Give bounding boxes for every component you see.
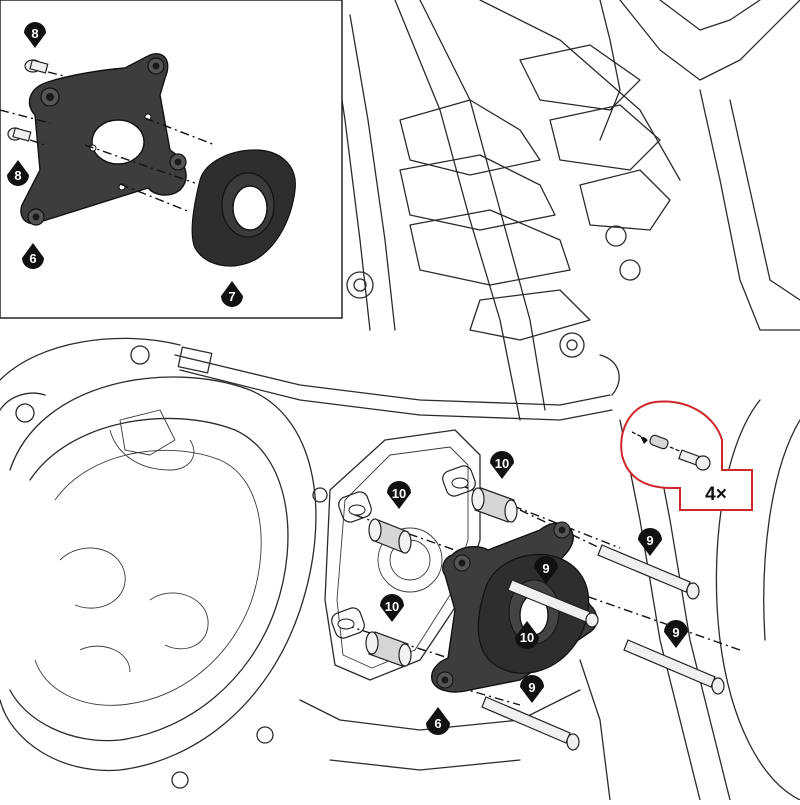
bolt-icon (481, 544, 725, 751)
callout-pin-10-c: 10 (380, 594, 404, 622)
svg-text:10: 10 (385, 599, 399, 614)
svg-text:10: 10 (392, 486, 406, 501)
svg-text:9: 9 (646, 533, 653, 548)
callout-pin-7-inset: 7 (221, 281, 243, 307)
svg-text:10: 10 (495, 456, 509, 471)
callout-pin-10-b: 10 (387, 481, 411, 509)
bolt-icon (7, 59, 49, 142)
svg-text:9: 9 (528, 680, 535, 695)
mounting-plate-icon (20, 53, 187, 226)
svg-text:9: 9 (542, 561, 549, 576)
bolt-icon (678, 449, 711, 471)
callout-pin-9-b: 9 (534, 556, 558, 584)
svg-text:10: 10 (520, 630, 534, 645)
callout-pin-10-center: 10 (515, 621, 539, 649)
svg-text:7: 7 (228, 289, 235, 304)
callout-pin-9-c: 9 (664, 620, 688, 648)
callout-pin-6-inset: 6 (22, 243, 44, 269)
callout-markers: 8 8 6 7 10 10 10 10 (7, 22, 688, 735)
spacer-icon (649, 434, 669, 450)
svg-text:8: 8 (14, 168, 21, 183)
svg-text:9: 9 (672, 625, 679, 640)
callout-pin-8-mid: 8 (7, 160, 29, 186)
mounting-hole-markers (331, 465, 476, 639)
quantity-detail-box: 4× (620, 400, 753, 511)
svg-text:6: 6 (434, 716, 441, 731)
callout-pin-9-d: 9 (520, 675, 544, 703)
spacer-icon (365, 487, 518, 667)
callout-pin-10-a: 10 (490, 451, 514, 479)
callout-pin-8-top: 8 (24, 22, 46, 48)
quantity-label: 4× (705, 484, 727, 505)
svg-text:6: 6 (29, 251, 36, 266)
callout-pin-9-a: 9 (638, 528, 662, 556)
engine-slider-icon (191, 149, 296, 267)
inset-detail-view (0, 0, 343, 319)
callout-pin-6-main: 6 (426, 707, 450, 735)
svg-text:8: 8 (31, 26, 38, 41)
